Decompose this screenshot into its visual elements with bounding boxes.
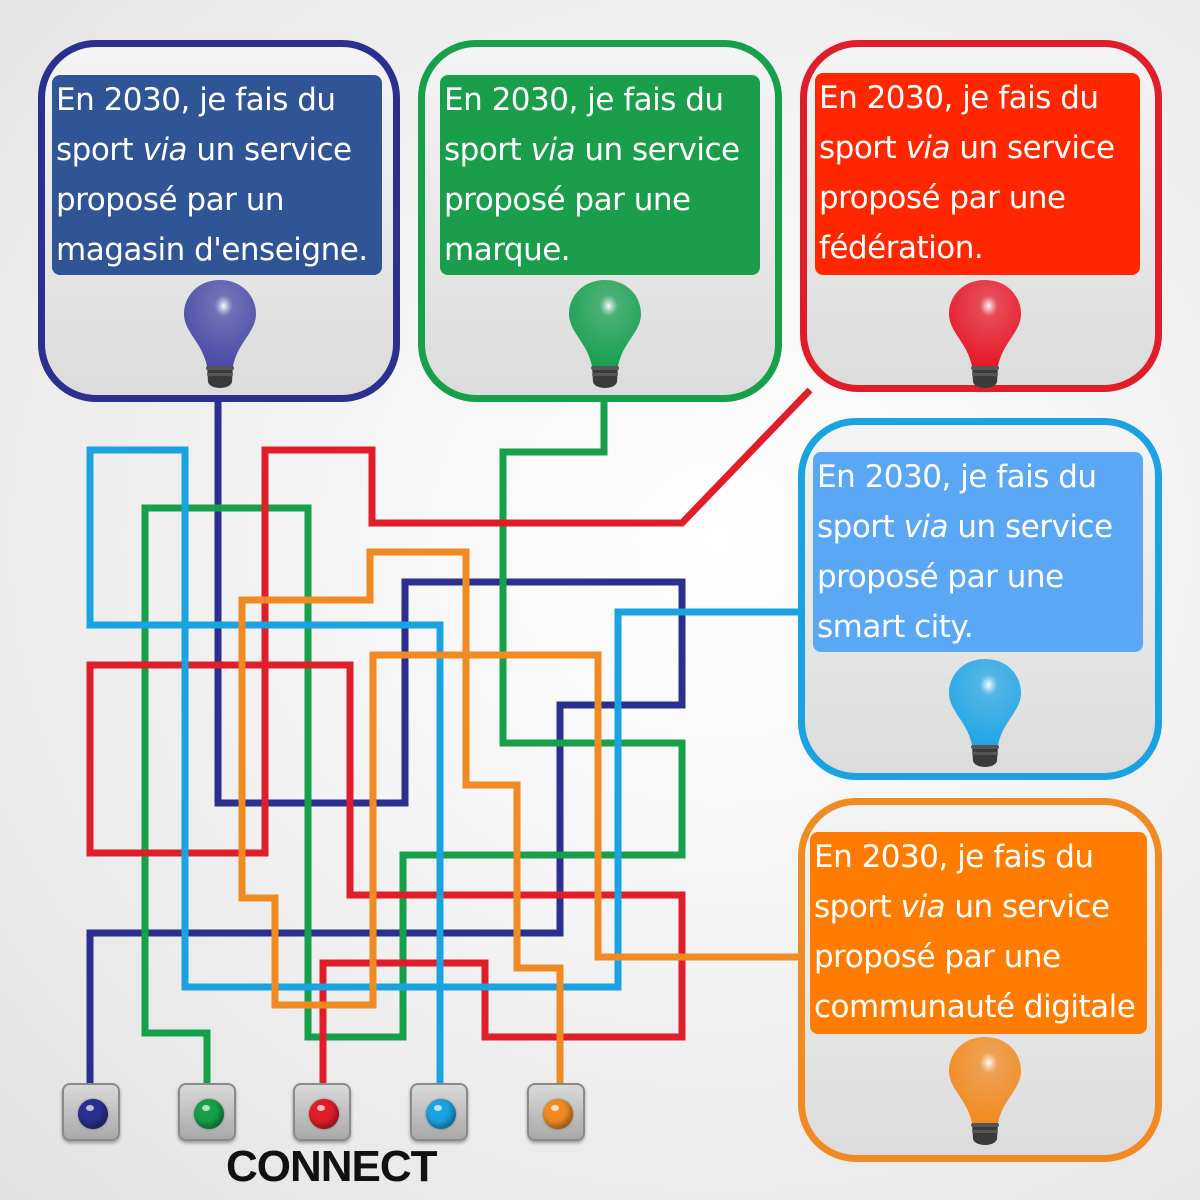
led-icon bbox=[309, 1099, 339, 1129]
connect-button-red[interactable] bbox=[293, 1083, 351, 1141]
wire-red bbox=[86, 387, 813, 1090]
led-icon bbox=[426, 1099, 456, 1129]
wire-green bbox=[141, 395, 686, 1090]
light-bulb-icon bbox=[945, 278, 1025, 398]
light-bulb-icon bbox=[180, 278, 260, 398]
light-bulb-icon bbox=[565, 278, 645, 398]
connect-button-orange[interactable] bbox=[527, 1083, 585, 1141]
light-bulb-icon bbox=[945, 657, 1025, 777]
connect-button-blue[interactable] bbox=[62, 1083, 120, 1141]
connect-label: CONNECT bbox=[226, 1142, 438, 1191]
wire-lightblue bbox=[86, 446, 803, 1090]
connect-button-green[interactable] bbox=[178, 1083, 236, 1141]
wire-orange bbox=[238, 548, 803, 1090]
led-icon bbox=[194, 1099, 224, 1129]
light-bulb-icon bbox=[945, 1035, 1025, 1155]
led-icon bbox=[78, 1099, 108, 1129]
led-icon bbox=[543, 1099, 573, 1129]
connect-button-lightblue[interactable] bbox=[410, 1083, 468, 1141]
